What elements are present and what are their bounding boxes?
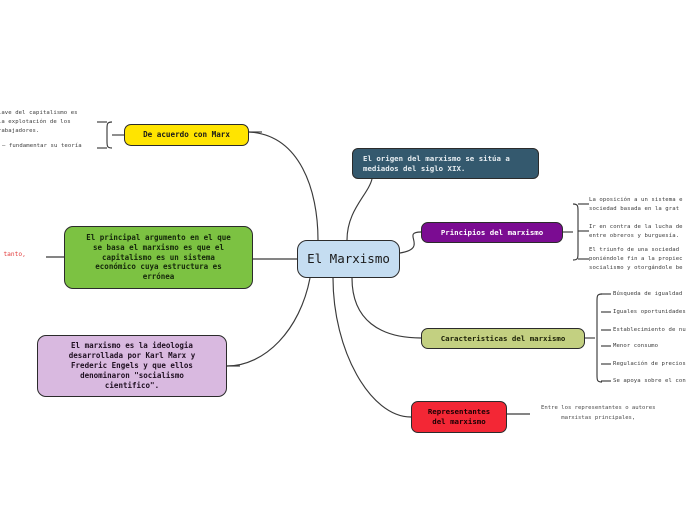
branch-node-marxismo-ideologia[interactable]: El marxismo es la ideologia desarrollada… xyxy=(37,335,227,397)
connector-central-principios xyxy=(399,231,422,254)
connector-central-origen xyxy=(346,178,373,241)
leaf-principios-child-0: La oposición a un sistema e sociedad bas… xyxy=(589,197,683,213)
leaf-representantes-note: Entre los representantes o autores marxi… xyxy=(541,405,656,421)
branch-node-origen-del-marxismo[interactable]: El origen del marxismo se sitúa a mediad… xyxy=(352,148,539,179)
leaf-acuerdo-child-0: ...clave del capitalismo es ... la explo… xyxy=(0,110,78,135)
connector-caracteristicas-brace xyxy=(596,293,603,383)
connector-central-representantes xyxy=(332,277,412,418)
leaf-caracteristicas-child-4: Regulación de precios xyxy=(613,361,686,367)
branch-node-caracteristicas-del-marxismo[interactable]: Caracteristicas del marxismo xyxy=(421,328,585,349)
connector-central-ideologia xyxy=(226,277,311,367)
branch-node-principal-argumento[interactable]: El principal argumento en el que se basa… xyxy=(64,226,253,289)
branch-node-de-acuerdo-con-marx[interactable]: De acuerdo con Marx xyxy=(124,124,249,146)
leaf-caracteristicas-child-5: Se apoya sobre el con xyxy=(613,378,686,384)
leaf-principios-child-2: El triunfo de una sociedad poniéndole fi… xyxy=(589,247,683,272)
connector-central-acuerdo xyxy=(248,131,319,241)
leaf-argumento-note: r tanto, xyxy=(3,251,26,258)
connector-acuerdo-brace xyxy=(106,121,113,149)
leaf-principios-child-1: Ir en contra de la lucha de entre obrero… xyxy=(589,224,683,240)
leaf-caracteristicas-child-1: Iguales oportunidades xyxy=(613,309,686,315)
leaf-caracteristicas-child-3: Menor consumo xyxy=(613,343,659,349)
connector-central-caracteristicas xyxy=(351,277,422,339)
branch-node-representantes-del-marxismo[interactable]: Representantes del marxismo xyxy=(411,401,507,433)
leaf-acuerdo-child-1: — fundamentar su teoría xyxy=(2,143,82,149)
central-node-el-marxismo[interactable]: El Marxismo xyxy=(297,240,400,278)
branch-node-principios-del-marxismo[interactable]: Principios del marxismo xyxy=(421,222,563,243)
leaf-caracteristicas-child-2: Establecimiento de nu xyxy=(613,327,686,333)
leaf-caracteristicas-child-0: Búsqueda de igualdad xyxy=(613,291,683,297)
connector-principios-brace xyxy=(572,203,579,261)
